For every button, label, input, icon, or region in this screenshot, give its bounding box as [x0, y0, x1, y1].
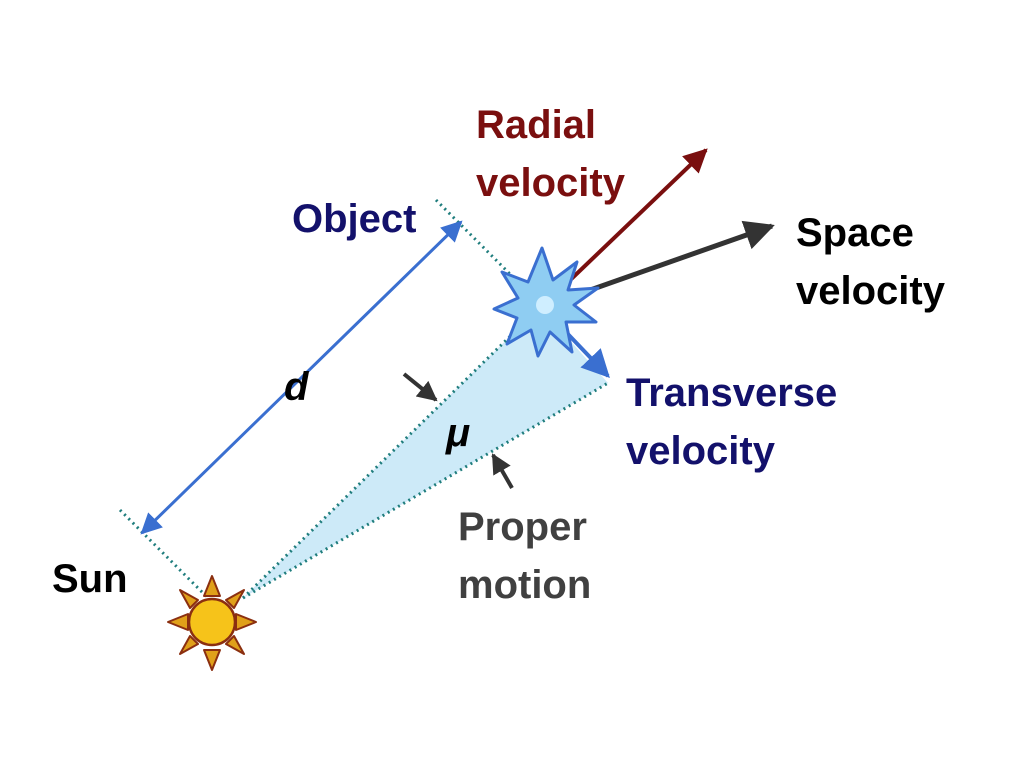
sun-label: Sun	[52, 557, 128, 601]
radial-velocity-label-line2: velocity	[476, 161, 626, 205]
radial-velocity-label-line1: Radial	[476, 103, 596, 147]
mu-label: μ	[445, 411, 470, 455]
proper-motion-label-line2: motion	[458, 563, 591, 607]
distance-label: d	[284, 365, 310, 409]
extension-line-sun	[118, 508, 210, 600]
transverse-velocity-label-line2: velocity	[626, 429, 776, 473]
extension-line-object	[434, 198, 522, 286]
space-velocity-label-line2: velocity	[796, 269, 946, 313]
distance-arrow	[140, 220, 463, 535]
sun-icon	[167, 575, 257, 671]
mu-pointer-arrow	[402, 372, 438, 402]
proper-motion-pointer-arrow	[491, 453, 514, 489]
transverse-velocity-label-line1: Transverse	[626, 371, 837, 415]
space-velocity-label-line1: Space	[796, 211, 914, 255]
star-burst-icon	[492, 246, 600, 358]
proper-motion-wedge	[243, 307, 608, 598]
object-label: Object	[292, 197, 416, 241]
proper-motion-label-line1: Proper	[458, 505, 587, 549]
